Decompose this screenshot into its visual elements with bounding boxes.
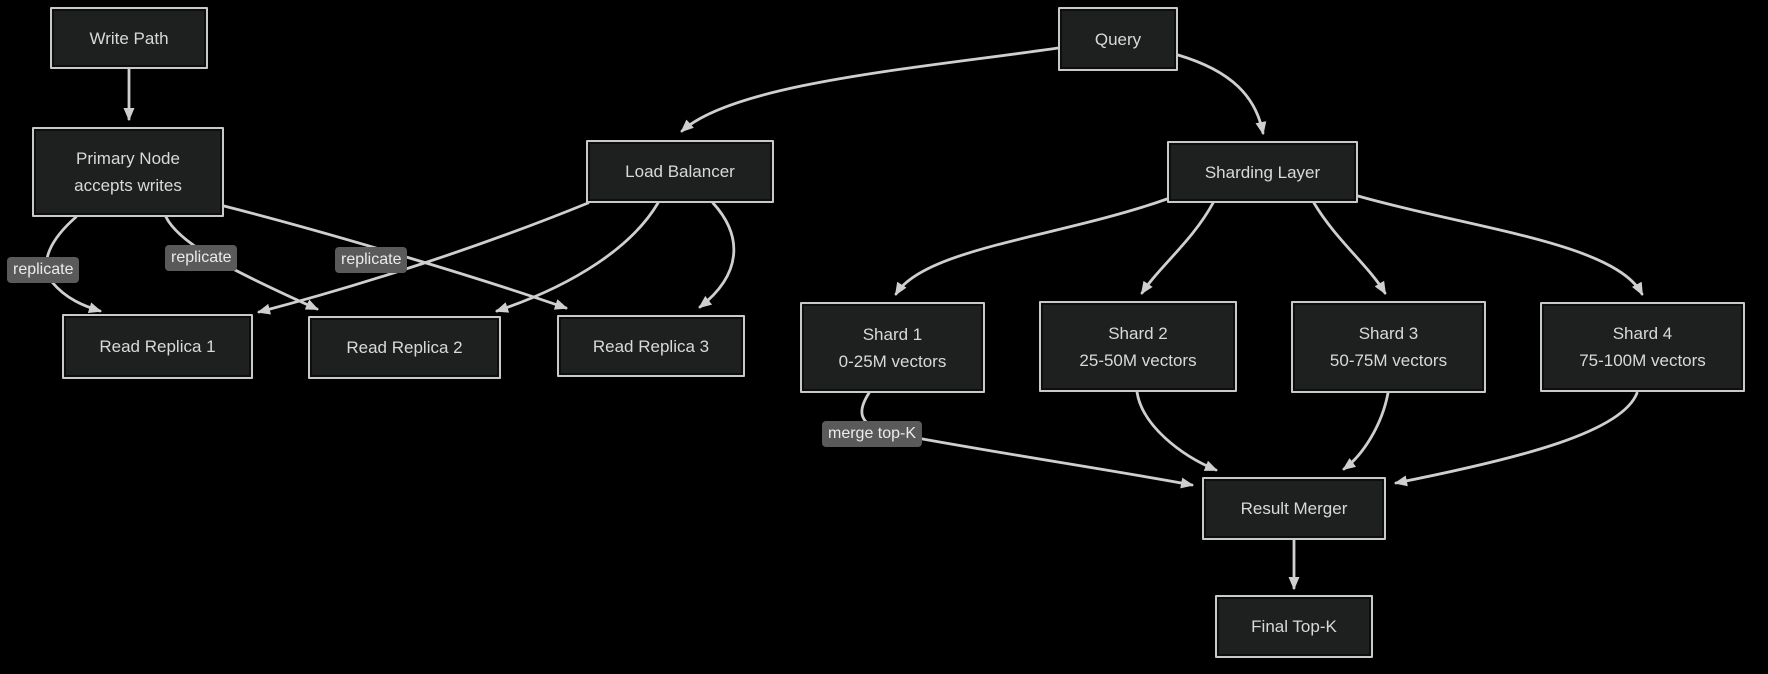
edge-load-balancer-to-replica2 [495, 201, 660, 313]
node-label-line2: 75-100M vectors [1579, 351, 1706, 370]
edge-query-to-sharding-layer [1176, 53, 1267, 135]
edge-query-to-load-balancer [680, 46, 1060, 133]
edge-label-replicate-2: replicate [165, 245, 238, 271]
node-label-line1: Shard 4 [1612, 324, 1673, 343]
node-write-path: Write Path [50, 7, 208, 69]
node-label: Read Replica 1 [99, 337, 216, 356]
node-sharding-layer: Sharding Layer [1167, 141, 1358, 203]
node-label-line2: 0-25M vectors [838, 351, 947, 371]
edge-shard2-to-result-merger [1135, 390, 1218, 472]
edge-shard3-to-result-merger [1342, 391, 1390, 471]
node-shard-4: Shard 4 75-100M vectors [1540, 302, 1745, 392]
node-final-topk: Final Top-K [1215, 595, 1373, 658]
node-label: Sharding Layer [1204, 162, 1321, 182]
node-label: Final Top-K [1251, 617, 1337, 636]
node-label: Result Merger [1240, 499, 1348, 518]
edge-sharding-to-shard1 [894, 197, 1169, 296]
node-shard-2: Shard 2 25-50M vectors [1039, 301, 1237, 392]
node-load-balancer: Load Balancer [586, 140, 774, 203]
node-label-line1: Shard 1 [862, 324, 923, 344]
edge-label-merge-topk: merge top-K [822, 421, 923, 447]
edge-shard4-to-result-merger [1394, 391, 1639, 487]
node-shard-1: Shard 1 0-25M vectors [800, 302, 985, 393]
node-query: Query [1058, 7, 1178, 71]
node-label-line1: Shard 3 [1358, 324, 1419, 343]
node-label-line2: 50-75M vectors [1329, 351, 1448, 370]
node-label: Read Replica 2 [346, 338, 463, 357]
edge-sharding-to-shard3 [1312, 201, 1387, 295]
node-label: Query [1094, 29, 1142, 49]
edge-shard1-to-result-merger [860, 391, 1194, 489]
node-label-line2: accepts writes [74, 176, 182, 195]
edge-sharding-to-shard4 [1356, 194, 1644, 296]
node-result-merger: Result Merger [1202, 477, 1386, 540]
node-label-line1: Primary Node [76, 149, 180, 168]
node-label: Load Balancer [625, 162, 735, 181]
node-read-replica-1: Read Replica 1 [62, 314, 253, 379]
node-shard-3: Shard 3 50-75M vectors [1291, 301, 1486, 393]
node-primary: Primary Node accepts writes [32, 127, 224, 217]
node-read-replica-3: Read Replica 3 [557, 315, 745, 377]
edge-sharding-to-shard2 [1140, 201, 1215, 295]
edge-load-balancer-to-replica1 [257, 201, 590, 315]
node-read-replica-2: Read Replica 2 [308, 316, 501, 379]
node-label-line1: Shard 2 [1108, 323, 1168, 343]
edge-label-replicate-3: replicate [335, 247, 408, 273]
node-label-line2: 25-50M vectors [1079, 350, 1197, 370]
node-label: Write Path [89, 28, 169, 48]
edge-label-replicate-1: replicate [7, 257, 80, 283]
node-label: Read Replica 3 [592, 336, 710, 356]
edge-load-balancer-to-replica3 [698, 201, 736, 309]
